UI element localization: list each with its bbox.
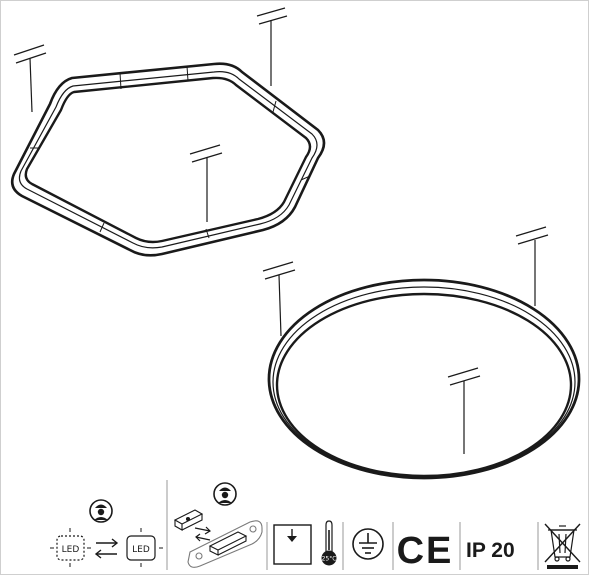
- symbols-bar: LED LED: [50, 480, 581, 572]
- surface-mount-icon: [273, 524, 312, 565]
- round-ring-inner: [275, 292, 573, 478]
- suspension-cable: [262, 261, 296, 337]
- suspension-cable: [515, 226, 549, 306]
- thermo-label: 25°C: [322, 556, 337, 563]
- led-module-icon: LED: [50, 528, 91, 567]
- led-module-icon: LED: [126, 528, 163, 567]
- hexagon-ring-outer: [10, 62, 326, 257]
- earth-ground-icon: [352, 528, 384, 560]
- swap-arrows-icon: [94, 538, 119, 559]
- round-ring-outer: [267, 278, 581, 480]
- hexagon-ring-band: [18, 71, 318, 249]
- driver-icon: [187, 520, 263, 568]
- ce-mark-icon: CE: [397, 530, 454, 572]
- ip-rating: IP 20: [466, 539, 515, 562]
- led-left-label: LED: [62, 545, 80, 555]
- technician-icon: [213, 482, 237, 506]
- weee-bin-icon: [544, 523, 581, 569]
- hexagon-luminaire: [10, 7, 326, 257]
- suspension-cable: [13, 44, 47, 113]
- led-right-label: LED: [132, 545, 150, 555]
- ce-mark-label: CE: [397, 530, 454, 572]
- hexagon-ring-inner: [24, 76, 312, 244]
- swap-arrows-icon: [194, 526, 211, 542]
- suspension-cable: [189, 144, 223, 222]
- suspension-cable: [447, 367, 481, 454]
- driver-icon: [173, 509, 204, 531]
- suspension-cable: [256, 7, 288, 86]
- led-rays: [50, 528, 91, 567]
- thermometer-icon: 25°C: [321, 520, 337, 566]
- technician-icon: [89, 499, 113, 523]
- led-rays: [140, 528, 163, 567]
- segment-joint: [30, 65, 311, 239]
- round-luminaire: [262, 226, 581, 480]
